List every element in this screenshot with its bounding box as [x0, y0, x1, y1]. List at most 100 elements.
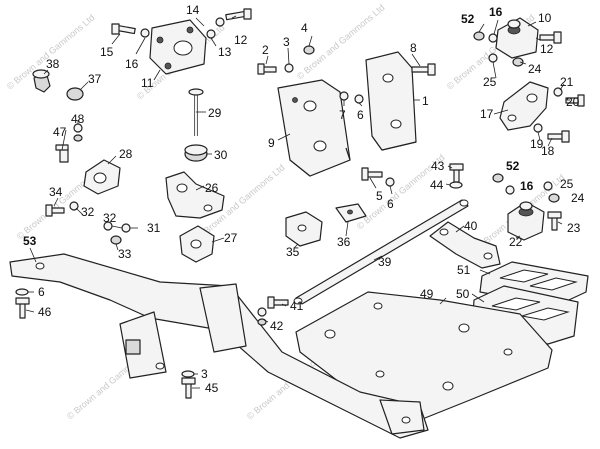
callout-38: 38: [46, 57, 60, 71]
part-mount-22: [507, 201, 545, 241]
bolt-12-right: [539, 31, 562, 44]
callout-29: 29: [208, 106, 222, 120]
callout-48: 48: [71, 112, 85, 126]
callout-40: 40: [464, 219, 478, 233]
bolt-5: [361, 167, 383, 181]
callout-16: 16: [489, 5, 503, 19]
callout-52: 52: [461, 12, 475, 26]
callout-34: 34: [49, 185, 63, 199]
callout-15: 15: [100, 45, 114, 59]
callout-18: 18: [541, 144, 555, 158]
washer-16-left: [140, 28, 150, 38]
washer-3-bottom: [181, 370, 195, 378]
bolt-46: [15, 297, 30, 319]
washer-3: [284, 63, 294, 73]
callout-44: 44: [430, 178, 444, 192]
washer-6-top: [354, 94, 364, 104]
washer-6-mid: [385, 177, 395, 187]
callout-12: 12: [540, 42, 554, 56]
callout-31: 31: [147, 221, 161, 235]
washer-7: [339, 91, 349, 101]
callout-51: 51: [457, 263, 471, 277]
callout-39: 39: [378, 255, 392, 269]
callout-20: 20: [566, 95, 580, 109]
callout-3: 3: [283, 35, 290, 49]
part-37: [66, 87, 84, 101]
part-bracket-26: [165, 171, 225, 219]
nut-52-mid: [492, 173, 504, 183]
callout-41: 41: [290, 299, 304, 313]
callout-13: 13: [218, 45, 232, 59]
washer-44: [449, 181, 463, 189]
callout-32: 32: [103, 211, 117, 225]
washer-25-top: [488, 53, 498, 63]
callout-47: 47: [53, 125, 67, 139]
washer-31: [121, 223, 131, 233]
part-mount-10: [495, 17, 539, 59]
callout-3: 3: [201, 367, 208, 381]
part-38: [32, 69, 51, 93]
bolt-45: [181, 377, 196, 399]
callout-8: 8: [410, 41, 417, 55]
callout-45: 45: [205, 381, 219, 395]
bolt-41: [267, 296, 289, 309]
washer-16-top: [488, 33, 498, 43]
callout-35: 35: [286, 245, 300, 259]
strut-39: [293, 199, 469, 305]
callout-6: 6: [387, 197, 394, 211]
nut-33: [110, 235, 122, 245]
callout-46: 46: [38, 305, 52, 319]
plate-36: [335, 203, 367, 223]
callout-42: 42: [270, 319, 284, 333]
callout-24: 24: [528, 62, 542, 76]
bolt-18: [547, 130, 570, 143]
callout-2: 2: [262, 43, 269, 57]
callout-24: 24: [571, 191, 585, 205]
part-bracket-27: [179, 225, 215, 263]
callout-1: 1: [422, 94, 429, 108]
washer-6-left: [15, 288, 29, 296]
callout-32: 32: [81, 205, 95, 219]
callout-36: 36: [337, 235, 351, 249]
part-bracket-17: [499, 81, 549, 131]
bolt-15: [111, 23, 136, 35]
nut-4: [303, 45, 315, 55]
callout-6: 6: [357, 108, 364, 122]
callout-17: 17: [480, 107, 494, 121]
bolt-8: [411, 63, 436, 76]
washer-19: [533, 123, 543, 133]
callout-21: 21: [560, 75, 574, 89]
callout-27: 27: [224, 231, 238, 245]
callout-labels: 52 16 10 12 14 12 15 16 13 11 4 2 3 8 38…: [23, 3, 585, 395]
callout-22: 22: [509, 235, 523, 249]
nut-52-top: [473, 31, 485, 41]
callout-52: 52: [506, 159, 520, 173]
callout-14: 14: [186, 3, 200, 17]
callout-26: 26: [205, 181, 219, 195]
washer-48: [73, 123, 83, 142]
rubber-30: [184, 144, 208, 162]
washer-16-mid: [505, 185, 515, 195]
callout-50: 50: [456, 287, 470, 301]
bolt-2: [257, 63, 277, 75]
callout-10: 10: [538, 11, 552, 25]
part-bracket-40: [429, 221, 501, 269]
bolt-23: [547, 211, 562, 231]
part-bracket-9: [277, 79, 351, 177]
callout-49: 49: [420, 287, 434, 301]
callout-30: 30: [214, 148, 228, 162]
callout-9: 9: [268, 136, 275, 150]
bolt-12-top: [225, 8, 252, 21]
callout-11: 11: [141, 76, 154, 90]
nut-24-top: [512, 57, 524, 67]
crossmember-53: [9, 253, 429, 439]
callout-25: 25: [560, 177, 574, 191]
callout-19: 19: [530, 137, 544, 151]
pad-35: [285, 211, 323, 247]
callout-28: 28: [119, 147, 133, 161]
leader-lines: [25, 15, 570, 389]
bolt-29: [188, 88, 204, 136]
callout-23: 23: [567, 221, 581, 235]
part-bracket-1: [365, 51, 417, 151]
